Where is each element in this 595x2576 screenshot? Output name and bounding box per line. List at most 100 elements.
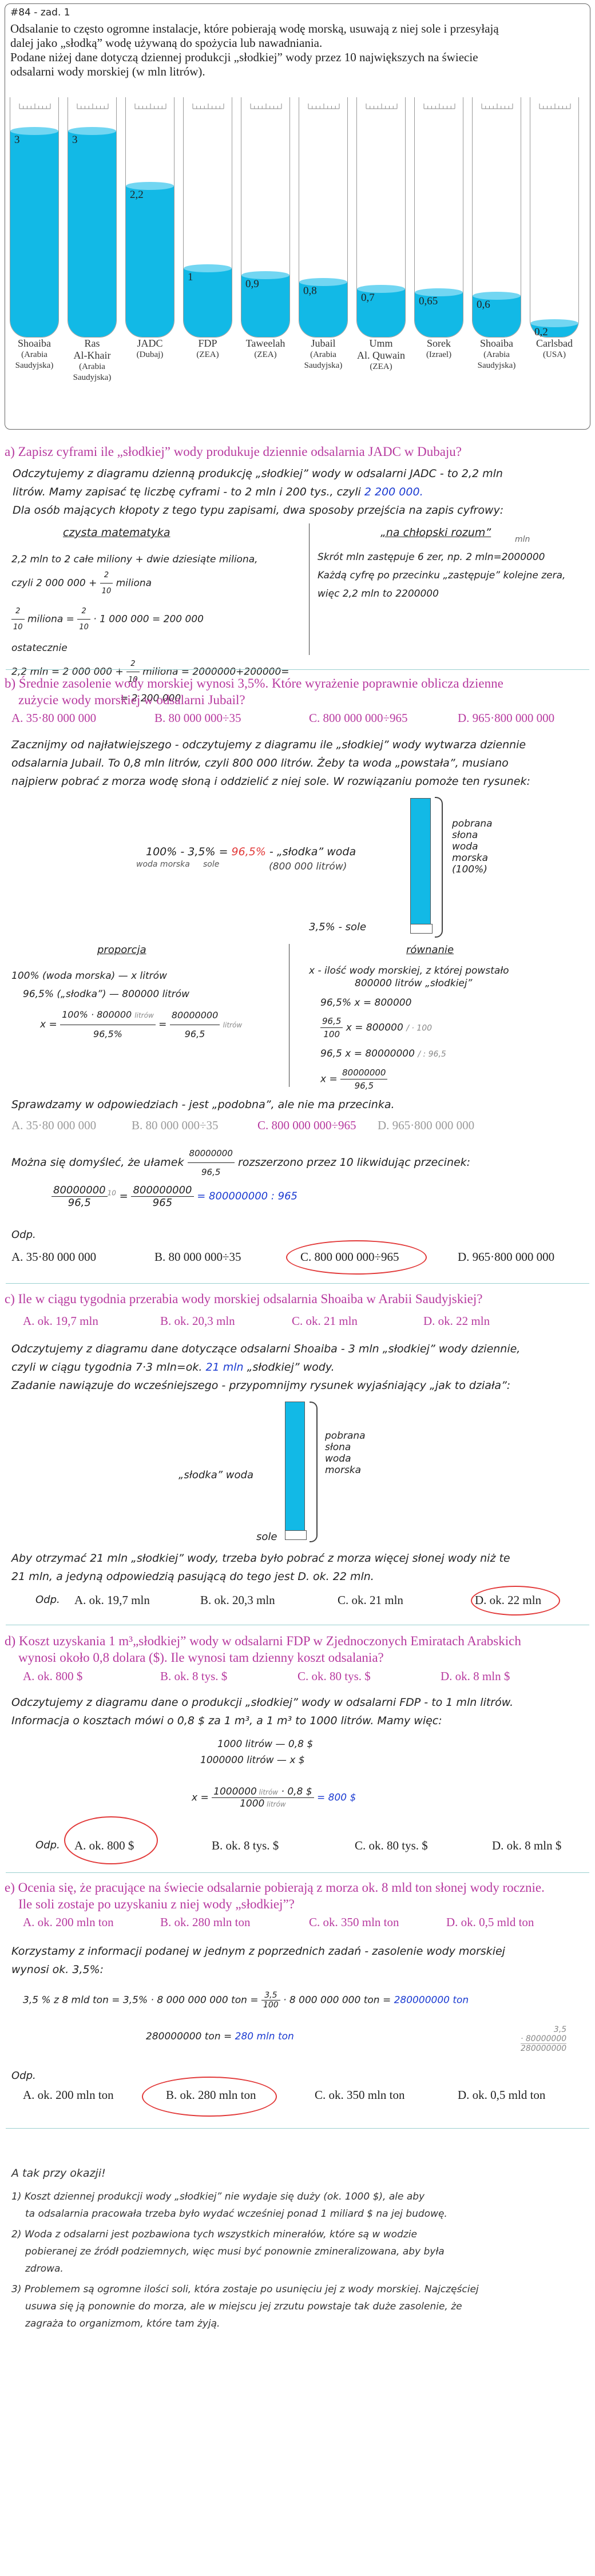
bar-category-label: FDP(ZEA): [196, 338, 219, 359]
right-labels-c: pobrana słona woda morska: [325, 1430, 366, 1476]
equation-b: x - ilość wody morskiej, z której powsta…: [309, 965, 509, 1091]
left-title-a: czysta matematyka: [63, 526, 170, 539]
salt-segment-b: [410, 924, 433, 934]
tube-outline: [530, 97, 579, 338]
answer-b-text: Zacznijmy od najłatwiejszego - odczytuje…: [11, 739, 530, 788]
bar-value-label: 1: [188, 271, 193, 283]
tube-scale-marks: [192, 104, 224, 109]
odp-e: Odp.: [11, 2070, 36, 2082]
chart-bar: 3: [68, 97, 117, 338]
tube-fill: [126, 186, 174, 337]
separator: [6, 2128, 589, 2129]
salt-label-b: 3,5% - sole: [309, 921, 367, 933]
tube-fill-surface: [299, 278, 347, 286]
tube-fill: [10, 131, 58, 337]
tube-outline: [299, 97, 348, 338]
intro-text: Odsalanie to często ogromne instalacje, …: [10, 22, 499, 78]
bar-category-label: Carlsbad(USA): [536, 338, 573, 359]
odp-c: Odp.: [35, 1594, 60, 1606]
tube-fill-surface: [10, 127, 58, 135]
salt-segment-c: [285, 1530, 307, 1540]
divider-a: [309, 523, 310, 655]
tube-fill: [473, 296, 521, 337]
right-title-a: „na chłopski rozum”: [380, 526, 491, 539]
answer-a-text: Odczytujemy z diagramu dzienną produkcję…: [13, 467, 504, 517]
answer-circle-e: [142, 2077, 277, 2117]
answer-c-text2: Aby otrzymać 21 mln „słodkiej” wody, trz…: [11, 1552, 510, 1583]
answer-circle-c: [471, 1586, 560, 1616]
option-b-c[interactable]: C. 800 000 000÷965: [309, 711, 408, 725]
separator: [6, 1872, 589, 1873]
bar-value-label: 0,7: [361, 292, 375, 304]
answer-c-text: Odczytujemy z diagramu dane dotyczące od…: [11, 1343, 521, 1392]
tube-scale-marks: [134, 104, 166, 109]
tube-outline: [125, 97, 174, 338]
tube-outline: [183, 97, 232, 338]
chart-bar: 3: [10, 97, 59, 338]
check-b: Sprawdzamy w odpowiedziach - jest „podob…: [11, 1098, 395, 1111]
tube-outline: [241, 97, 290, 338]
tube-outline: [414, 97, 463, 338]
option-b-d[interactable]: D. 965·800 000 000: [458, 711, 555, 725]
proportion-b: 100% (woda morska) — x litrów 96,5% („sł…: [11, 970, 243, 1039]
answer-circle-d: [64, 1816, 158, 1864]
water-bar-c: [285, 1402, 305, 1540]
proportion-d: 1000 litrów — 0,8 $ 1000000 litrów — x $: [200, 1738, 314, 1766]
result-e: 280000000 ton = 280 mln ton: [146, 2031, 294, 2042]
answer-d-text: Odczytujemy z diagramu dane o produkcji …: [11, 1696, 514, 1727]
bar-value-label: 0,6: [477, 299, 490, 311]
chart-bar: 0,9: [241, 97, 290, 338]
tube-fill-surface: [357, 285, 405, 293]
odp-b: Odp.: [11, 1229, 36, 1241]
question-c: c) Ile w ciągu tygodnia przerabia wody m…: [5, 1292, 483, 1306]
tube-scale-marks: [539, 104, 571, 109]
bar-value-label: 3: [72, 134, 78, 146]
bar-value-label: 2,2: [130, 189, 144, 201]
tube-fill: [184, 268, 232, 337]
bar-value-label: 0,9: [245, 278, 259, 290]
bar-value-label: 3: [14, 134, 20, 146]
notes-title: A tak przy okazji!: [11, 2167, 106, 2180]
diagram-eq-b: 100% - 3,5% = 96,5% - „słodka” woda: [146, 846, 356, 858]
tube-scale-marks: [308, 104, 340, 109]
tube-fill-surface: [415, 288, 463, 296]
tube-scale-marks: [77, 104, 109, 109]
chart-bar: 0,8: [299, 97, 348, 338]
tube-fill-surface: [126, 182, 174, 190]
tube-fill-surface: [530, 319, 578, 327]
tube-fill: [357, 289, 405, 337]
formula-d: x = 1000000 litrów · 0,8 $1000 litrów = …: [192, 1786, 356, 1809]
tube-outline: [68, 97, 117, 338]
tube-fill: [241, 275, 289, 337]
option-b-a[interactable]: A. 35·80 000 000: [11, 711, 97, 725]
chart-bar: 0,6: [472, 97, 521, 338]
tube-scale-marks: [19, 104, 51, 109]
task-id: #84 - zad. 1: [10, 7, 70, 18]
option-b-b[interactable]: B. 80 000 000÷35: [154, 711, 241, 725]
question-a: a) Zapisz cyframi ile „słodkiej” wody pr…: [5, 444, 462, 459]
bar-value-label: 0,2: [534, 326, 548, 338]
brace-c: [310, 1402, 318, 1542]
tube-scale-marks: [423, 104, 455, 109]
tube-fill-surface: [68, 127, 116, 135]
mln-note: mln: [515, 535, 530, 544]
tube-outline: [356, 97, 406, 338]
tube-scale-marks: [481, 104, 513, 109]
left-math-a: 2,2 mln to 2 całe miliony + dwie dziesią…: [11, 554, 289, 704]
bar-category-label: Taweelah(ZEA): [245, 338, 285, 359]
tube-fill-surface: [241, 271, 289, 279]
water-bar-b: [410, 798, 431, 933]
bar-category-label: JADC(Dubaj): [136, 338, 164, 359]
answer-a-result: 2 200 000.: [364, 486, 423, 498]
chart-bar: 0,65: [414, 97, 463, 338]
bar-category-label: Sorek(Izrael): [426, 338, 452, 359]
bar-value-label: 0,8: [303, 285, 317, 297]
intro-box: [5, 3, 590, 430]
chart-bar: 0,2: [530, 97, 579, 338]
